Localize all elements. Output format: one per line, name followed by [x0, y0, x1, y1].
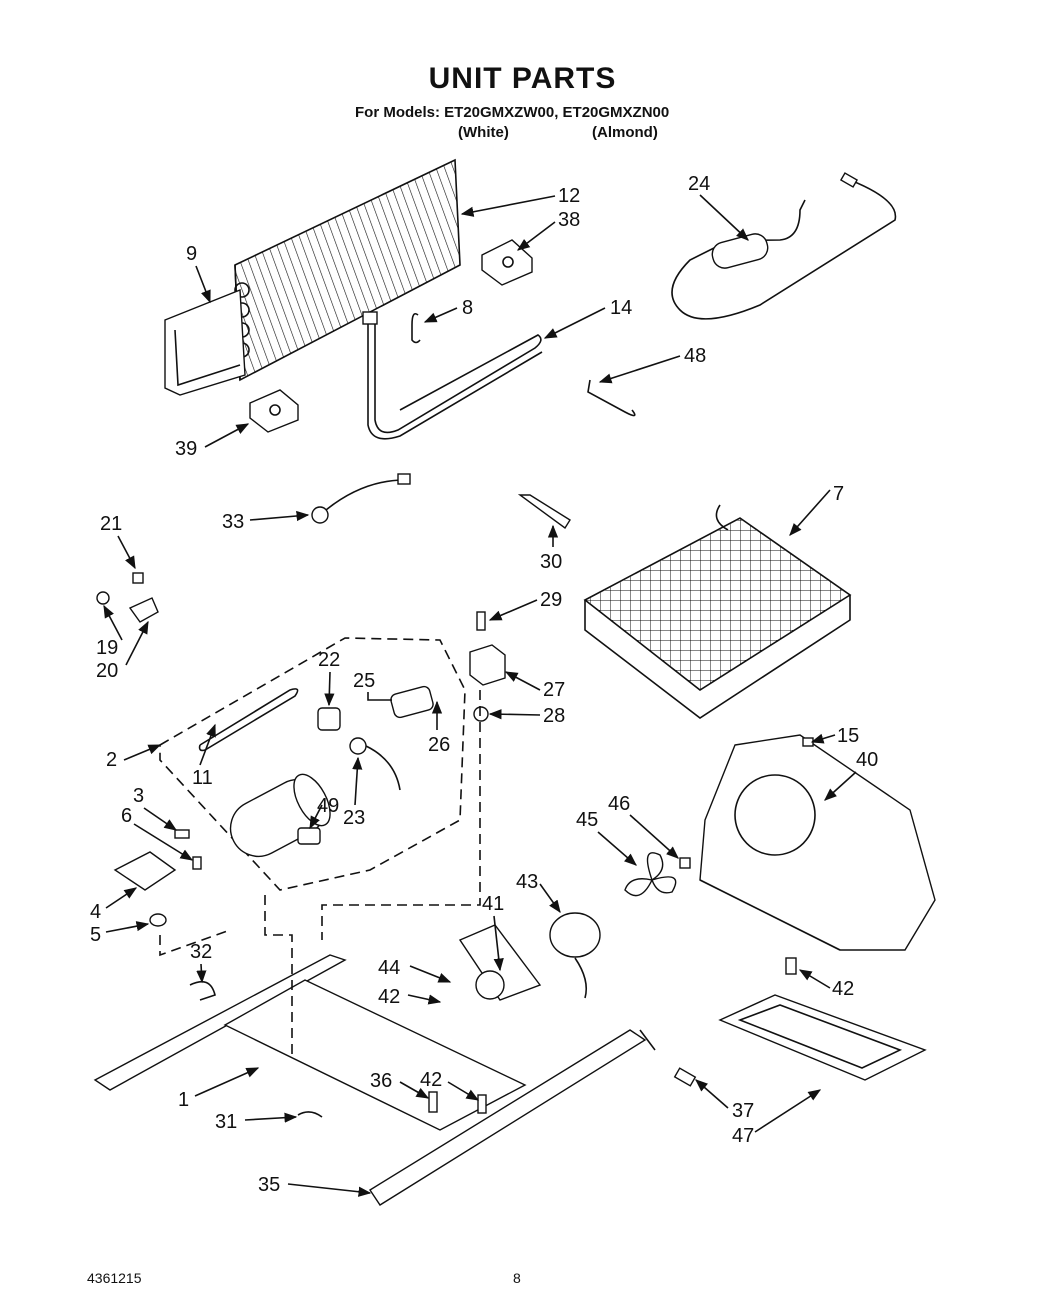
screw-15: [802, 737, 814, 747]
screw-42: [477, 1094, 487, 1114]
callout-12: 12: [558, 185, 580, 207]
callout-20: 20: [96, 660, 118, 682]
callout-42b: 42: [420, 1069, 442, 1091]
callout-22: 22: [318, 649, 340, 671]
callout-28: 28: [543, 705, 565, 727]
callout-47: 47: [732, 1125, 754, 1147]
callout-32: 32: [190, 941, 212, 963]
shroud-40: [699, 734, 936, 951]
callout-41: 41: [482, 893, 504, 915]
grommet-38: [481, 239, 533, 286]
callout-2: 2: [106, 749, 117, 771]
callout-42a: 42: [378, 986, 400, 1008]
screw-37: [673, 1067, 697, 1087]
part-19-20: [96, 591, 159, 623]
valve-4: [113, 851, 177, 891]
callout-6: 6: [121, 805, 132, 827]
drain-pan-47: [718, 994, 927, 1081]
clip-31: [297, 1111, 323, 1118]
heater-connector: [362, 311, 378, 325]
callout-11: 11: [192, 767, 213, 789]
page-title: UNIT PARTS: [428, 62, 617, 95]
callout-29: 29: [540, 589, 562, 611]
callout-31: 31: [215, 1111, 237, 1133]
callout-36: 36: [370, 1070, 392, 1092]
leader-lines: [103, 194, 857, 1197]
tube-11: [198, 688, 299, 752]
callout-1: 1: [178, 1089, 189, 1111]
nut-28: [473, 706, 489, 722]
callout-26: 26: [428, 734, 450, 756]
callout-39: 39: [175, 438, 197, 460]
grommet-49: [297, 827, 321, 845]
drier-24: [671, 172, 897, 320]
harness-33: [311, 473, 411, 524]
page-number: 8: [513, 1270, 521, 1286]
fan-blade-45: [624, 852, 677, 897]
screw-6: [192, 856, 202, 870]
clip-8: [411, 312, 421, 344]
callout-15: 15: [837, 725, 859, 747]
relay-25: [390, 685, 434, 719]
callout-44: 44: [378, 957, 400, 979]
capacitor-23: [349, 737, 401, 791]
callout-23: 23: [343, 807, 365, 829]
clip-32: [189, 980, 216, 1001]
evaporator-7: [583, 504, 852, 719]
callout-4: 4: [90, 901, 101, 923]
callout-3: 3: [133, 785, 144, 807]
callout-37: 37: [732, 1100, 754, 1122]
callout-46: 46: [608, 793, 630, 815]
grommet-5: [149, 913, 167, 927]
overload-22: [317, 707, 341, 731]
callout-35: 35: [258, 1174, 280, 1196]
fan-bracket-41: [458, 924, 542, 1001]
heater-loop-14: [374, 322, 542, 434]
variant-white: (White): [458, 124, 509, 141]
callout-30: 30: [540, 551, 562, 573]
callout-21: 21: [100, 513, 122, 535]
callout-27: 27: [543, 679, 565, 701]
callout-19: 19: [96, 637, 118, 659]
callout-25: 25: [353, 670, 375, 692]
callout-43: 43: [516, 871, 538, 893]
screw-36: [428, 1091, 438, 1113]
callout-33: 33: [222, 511, 244, 533]
compressor-group-outline: [159, 637, 466, 891]
models-line: For Models: ET20GMXZW00, ET20GMXZN00: [355, 104, 670, 121]
callout-9: 9: [186, 243, 197, 265]
callout-40: 40: [856, 749, 878, 771]
part-21-screw: [132, 572, 144, 584]
compressor: [229, 773, 331, 858]
condenser-bracket: [164, 288, 246, 396]
screw-42-shroud: [785, 957, 797, 975]
fan-motor-43: [549, 912, 601, 999]
condenser-coil: [234, 158, 461, 382]
callout-5: 5: [90, 924, 101, 946]
relay-27: [469, 644, 506, 686]
clip-46: [679, 857, 691, 869]
callout-42c: 42: [832, 978, 854, 1000]
callout-38: 38: [558, 209, 580, 231]
callout-45: 45: [576, 809, 598, 831]
callout-49: 49: [317, 795, 339, 817]
screw-29: [476, 611, 486, 631]
variant-almond: (Almond): [592, 124, 658, 141]
callout-14: 14: [610, 297, 632, 319]
doc-number: 4361215: [87, 1270, 142, 1286]
sensor-30: [517, 494, 571, 530]
hook-48: [587, 379, 636, 417]
base-frame: [93, 954, 656, 1206]
callout-48: 48: [684, 345, 706, 367]
callout-24: 24: [688, 173, 710, 195]
heater-loop-14-b: [367, 322, 543, 440]
callout-8: 8: [462, 297, 473, 319]
callout-7: 7: [833, 483, 844, 505]
part-3: [174, 829, 190, 839]
grommet-39: [249, 389, 299, 433]
